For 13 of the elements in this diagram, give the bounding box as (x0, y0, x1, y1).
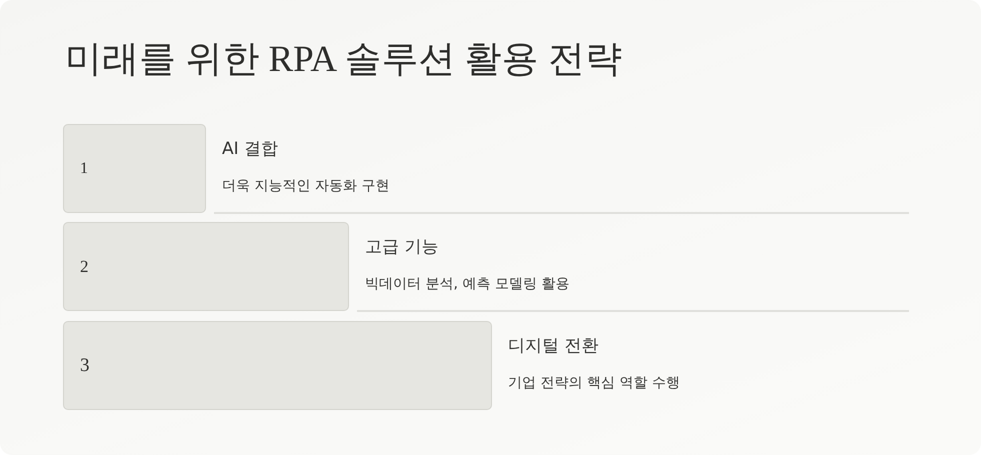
step-box (63, 321, 492, 410)
step-heading: 디지털 전환 (508, 335, 598, 357)
slide-title: 미래를 위한 RPA 솔루션 활용 전략 (65, 38, 622, 82)
step-number: 2 (80, 257, 88, 277)
step-heading: 고급 기능 (365, 236, 438, 258)
step-description: 더욱 지능적인 자동화 구현 (222, 177, 390, 195)
step-number: 1 (80, 159, 88, 179)
step-box (63, 222, 349, 311)
step-number: 3 (80, 356, 90, 376)
step-description: 기업 전략의 핵심 역할 수행 (508, 374, 680, 392)
step-heading: AI 결합 (222, 138, 278, 160)
step-box (63, 124, 206, 213)
step-description: 빅데이터 분석, 예측 모델링 활용 (365, 275, 570, 293)
